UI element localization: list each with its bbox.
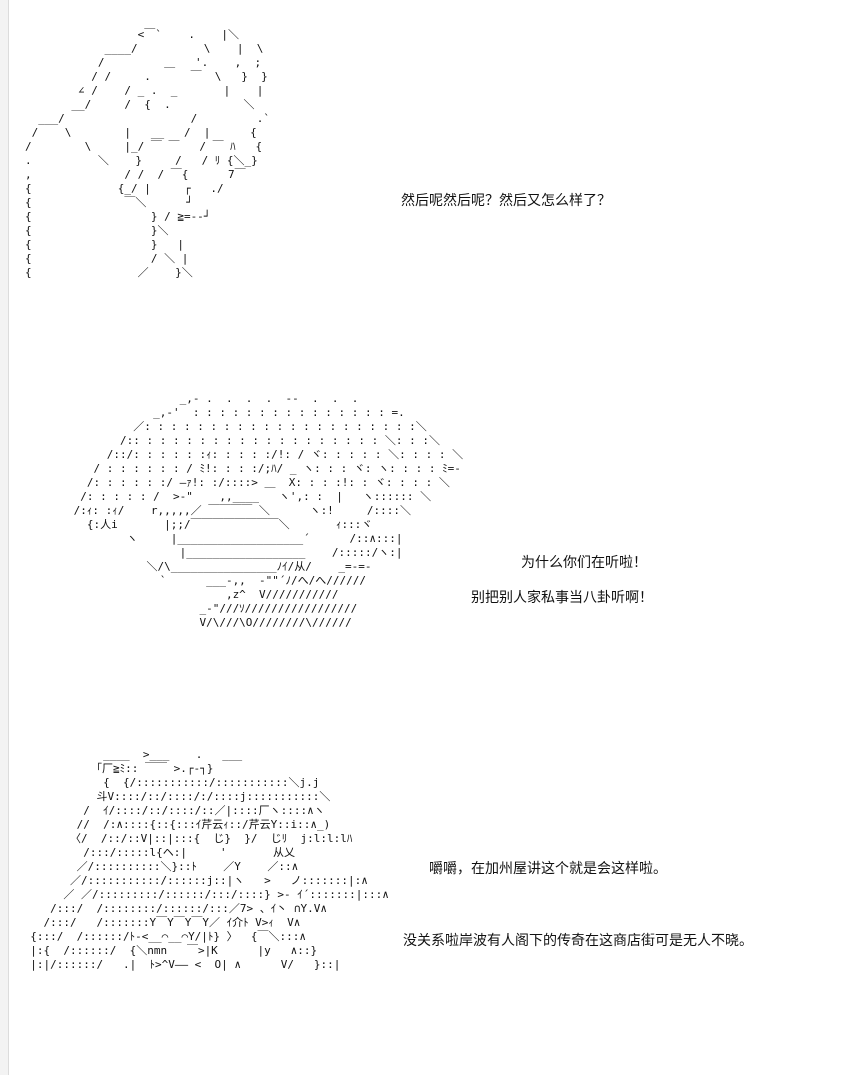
dialogue-line-2: 为什么你们在听啦！ [521,555,647,571]
dialogue-line-1: 然后呢然后呢？然后又怎么样了？ [401,193,611,209]
ascii-art-character-1: <￣` . |＼ ____/ \ | \ / ＿ '. , ; / / . ￣ … [25,28,271,279]
ascii-art-character-3: ____ >___ . ___ ｢厂≧ﾐ:: ￣￣ >.┌‐┐} { {/:::… [30,748,389,971]
page: <￣` . |＼ ____/ \ | \ / ＿ '. , ; / / . ￣ … [8,0,850,1075]
ascii-art-character-2: _,- . . . . -- . . . _,-' : : : : : : : … [73,392,464,629]
dialogue-line-4: 嚼嚼，在加州屋讲这个就是会这样啦。 [429,861,667,877]
dialogue-line-5: 没关系啦岸波有人阁下的传奇在这商店街可是无人不晓。 [403,933,753,949]
dialogue-line-3: 别把别人家私事当八卦听啊！ [471,590,653,606]
